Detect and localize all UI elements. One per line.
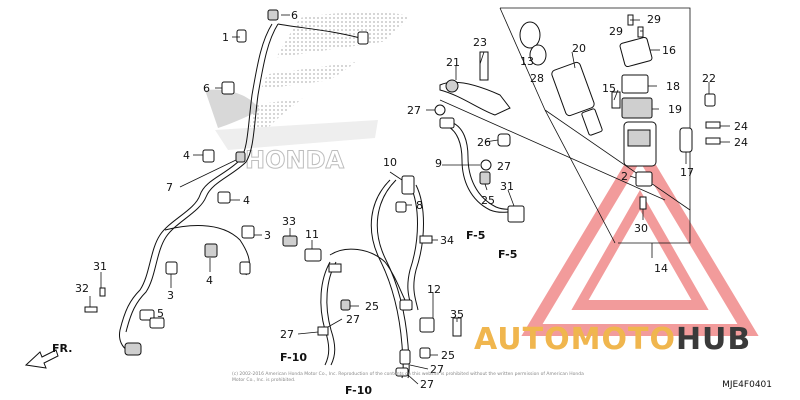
callout-11: 11 xyxy=(305,228,319,241)
callout-27: 27 xyxy=(280,328,294,341)
callout-31: 31 xyxy=(93,260,107,273)
callout-34: 34 xyxy=(440,234,454,247)
watermark-part-auto: AUTO xyxy=(474,322,571,357)
callout-3: 3 xyxy=(264,229,271,242)
callout-32: 32 xyxy=(75,282,89,295)
front-direction-arrow: FR. xyxy=(24,342,72,369)
callout-20: 20 xyxy=(572,42,586,55)
direction-label: FR. xyxy=(52,342,72,355)
callout-9: 9 xyxy=(435,157,442,170)
callout-27: 27 xyxy=(407,104,421,117)
callout-4: 4 xyxy=(183,149,190,162)
callout-35: 35 xyxy=(450,308,464,321)
callout-22: 22 xyxy=(702,72,716,85)
callout-6: 6 xyxy=(203,82,210,95)
callout-23: 23 xyxy=(473,36,487,49)
honda-wing-logo: HONDA xyxy=(205,12,410,175)
callout-27: 27 xyxy=(497,160,511,173)
callout-25: 25 xyxy=(441,349,455,362)
reference-f10: F-10 xyxy=(345,384,372,397)
callout-15: 15 xyxy=(602,82,616,95)
leader-lines xyxy=(89,14,730,385)
callout-5: 5 xyxy=(157,307,164,320)
callout-17: 17 xyxy=(680,166,694,179)
callout-33: 33 xyxy=(282,215,296,228)
callout-7: 7 xyxy=(166,181,173,194)
callout-16: 16 xyxy=(662,44,676,57)
callout-30: 30 xyxy=(634,222,648,235)
callout-18: 18 xyxy=(666,80,680,93)
callout-8: 8 xyxy=(416,199,423,212)
honda-brand-text: HONDA xyxy=(245,146,344,174)
callout-21: 21 xyxy=(446,56,460,69)
callout-24: 24 xyxy=(734,136,748,149)
callout-4: 4 xyxy=(206,274,213,287)
callout-25: 25 xyxy=(481,194,495,207)
callout-25: 25 xyxy=(365,300,379,313)
reference-f5: F-5 xyxy=(466,229,485,242)
copyright-notice: (c) 2002-2016 American Honda Motor Co., … xyxy=(232,372,584,383)
diagram-code: MJE4F0401 xyxy=(722,380,772,390)
callout-4: 4 xyxy=(243,194,250,207)
callout-29: 29 xyxy=(609,25,623,38)
watermark-triangle xyxy=(521,138,759,336)
callout-2: 2 xyxy=(621,170,628,183)
callout-3: 3 xyxy=(167,289,174,302)
callout-numbers: 1 3 3 4 4 4 5 6 6 7 8 9 10 11 12 13 14 1… xyxy=(75,9,748,391)
callout-27: 27 xyxy=(420,378,434,391)
reference-f10: F-10 xyxy=(280,351,307,364)
watermark-part-hub: HUB xyxy=(675,322,752,357)
callout-29: 29 xyxy=(647,13,661,26)
callout-27: 27 xyxy=(430,363,444,376)
callout-31: 31 xyxy=(500,180,514,193)
callout-6: 6 xyxy=(291,9,298,22)
callout-27: 27 xyxy=(346,313,360,326)
callout-14: 14 xyxy=(654,262,668,275)
reference-f5: F-5 xyxy=(498,248,517,261)
figure-references: F-5 F-5 F-10 F-10 xyxy=(280,229,517,397)
callout-13: 13 xyxy=(520,55,534,68)
automotohub-watermark: AUTOMOTOHUB xyxy=(474,322,751,357)
callout-12: 12 xyxy=(427,283,441,296)
callout-28: 28 xyxy=(530,72,544,85)
master-cylinder-box xyxy=(439,7,691,244)
callout-1: 1 xyxy=(222,31,229,44)
watermark-part-moto: MOTO xyxy=(570,322,676,357)
callout-10: 10 xyxy=(383,156,397,169)
small-parts xyxy=(84,9,721,377)
callout-19: 19 xyxy=(668,103,682,116)
callout-24: 24 xyxy=(734,120,748,133)
callout-26: 26 xyxy=(477,136,491,149)
